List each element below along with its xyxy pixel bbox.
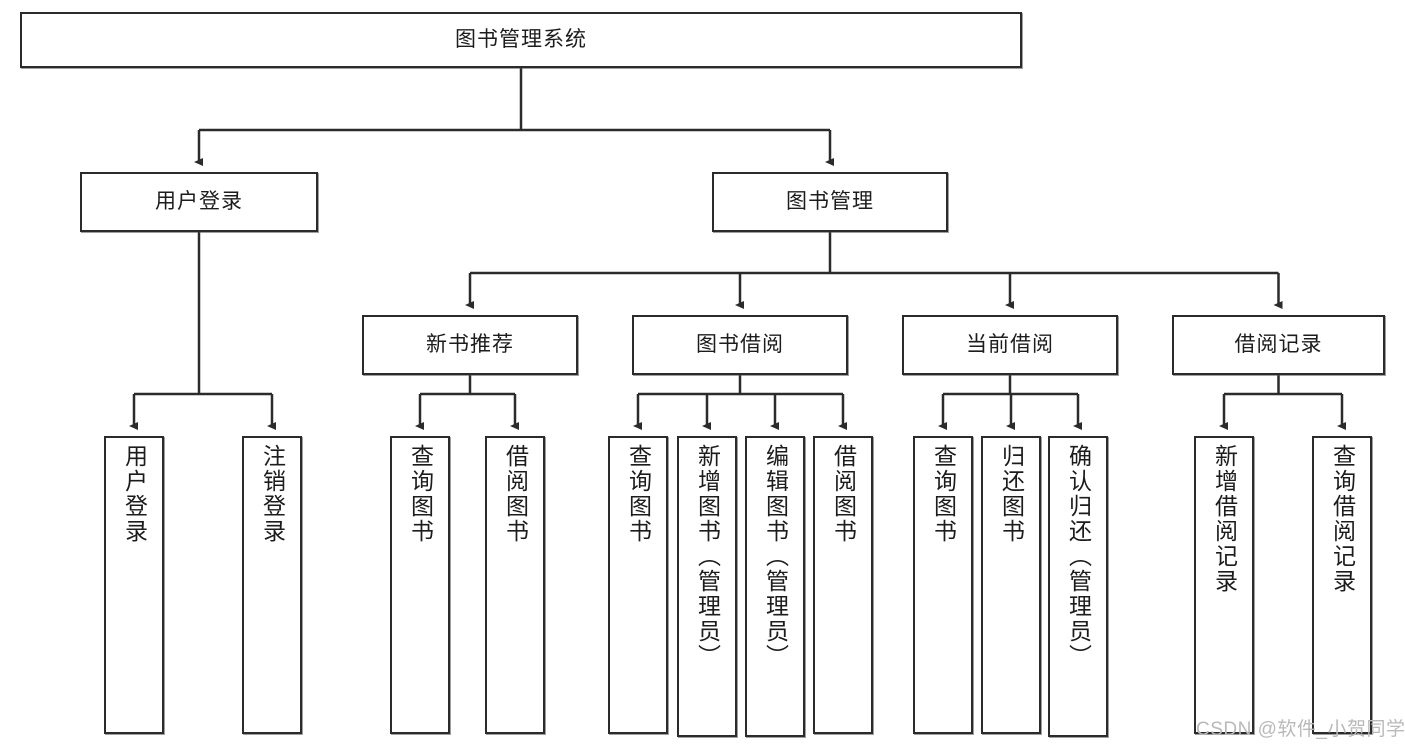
node-label: 新增图书（管理员） — [694, 444, 721, 669]
node-label: 编辑图书（管理员） — [762, 444, 789, 669]
node-leaf-confirm-return-admin[interactable]: 确认归还（管理员） — [1048, 436, 1108, 737]
node-records[interactable]: 借阅记录 — [1172, 315, 1385, 375]
node-label: 新增借阅记录 — [1211, 444, 1238, 594]
node-leaf-borrow-book-1[interactable]: 借阅图书 — [485, 436, 545, 734]
node-leaf-query-book-1[interactable]: 查询图书 — [390, 436, 450, 734]
node-label: 图书借阅 — [696, 332, 784, 356]
node-label: 用户登录 — [155, 189, 243, 213]
node-label: 图书管理 — [786, 189, 874, 213]
node-label: 归还图书 — [998, 444, 1025, 544]
node-root[interactable]: 图书管理系统 — [20, 12, 1022, 68]
node-label: 查询图书 — [930, 444, 957, 544]
node-label: 注销登录 — [259, 444, 286, 544]
node-leaf-query-record[interactable]: 查询借阅记录 — [1312, 436, 1372, 734]
node-leaf-borrow-book-2[interactable]: 借阅图书 — [813, 436, 873, 734]
node-leaf-query-book-3[interactable]: 查询图书 — [913, 436, 973, 734]
node-label: 借阅记录 — [1234, 332, 1323, 356]
node-leaf-add-record[interactable]: 新增借阅记录 — [1194, 436, 1254, 734]
node-leaf-query-book-2[interactable]: 查询图书 — [608, 436, 668, 734]
node-newbook[interactable]: 新书推荐 — [362, 315, 578, 375]
watermark-text: CSDN @软件_小贺同学 — [1196, 719, 1405, 740]
node-label: 确认归还（管理员） — [1065, 444, 1092, 669]
node-label: 查询图书 — [625, 444, 652, 544]
node-borrow[interactable]: 图书借阅 — [632, 315, 848, 375]
node-label: 查询借阅记录 — [1329, 444, 1356, 594]
node-leaf-edit-book-admin[interactable]: 编辑图书（管理员） — [745, 436, 805, 737]
node-label: 当前借阅 — [966, 332, 1054, 356]
node-login[interactable]: 用户登录 — [80, 172, 318, 232]
node-leaf-return-book[interactable]: 归还图书 — [981, 436, 1041, 734]
node-leaf-add-book-admin[interactable]: 新增图书（管理员） — [677, 436, 737, 737]
node-leaf-logout[interactable]: 注销登录 — [242, 436, 302, 734]
node-label: 借阅图书 — [502, 444, 529, 544]
node-label: 用户登录 — [121, 444, 148, 544]
node-label: 图书管理系统 — [455, 27, 587, 51]
node-label: 查询图书 — [407, 444, 434, 544]
node-label: 新书推荐 — [426, 332, 514, 356]
node-current[interactable]: 当前借阅 — [902, 315, 1118, 375]
node-label: 借阅图书 — [830, 444, 857, 544]
node-bookmgmt[interactable]: 图书管理 — [712, 172, 948, 232]
node-leaf-user-login[interactable]: 用户登录 — [104, 436, 164, 734]
